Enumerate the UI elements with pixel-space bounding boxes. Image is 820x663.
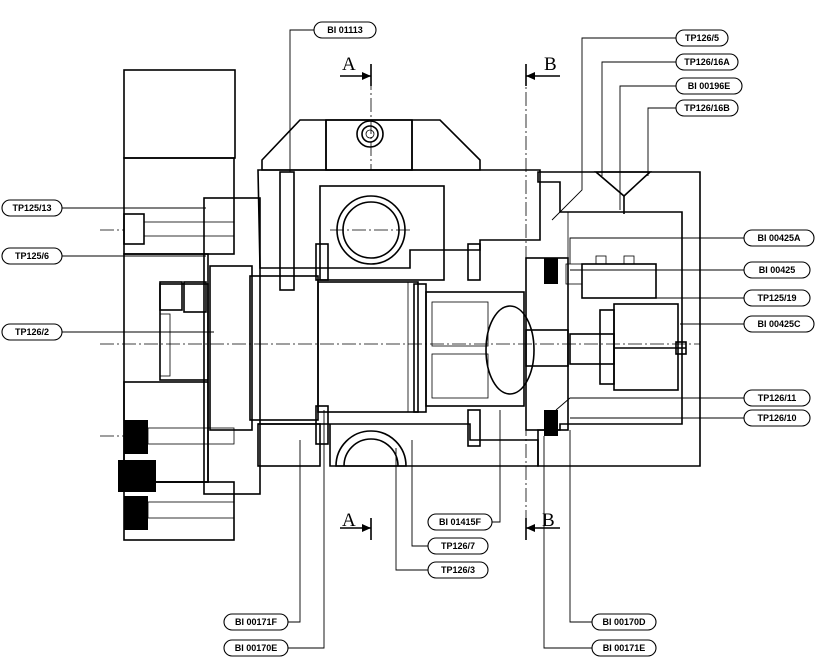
svg-text:TP125/6: TP125/6 [15,251,49,261]
svg-text:TP125/13: TP125/13 [12,203,51,213]
section-a-top-label: A [342,54,356,75]
callout-bi00425c: BI 00425C [743,315,815,333]
callout-bi00425a: BI 00425A [743,229,815,247]
callout-tp125-6: TP125/6 [1,247,63,265]
svg-text:TP126/11: TP126/11 [758,393,797,403]
centerlines [100,70,700,530]
svg-text:TP126/7: TP126/7 [441,541,475,551]
section-b-bottom-label: B [542,510,555,531]
svg-text:BI 00171F: BI 00171F [235,617,278,627]
callout-tags: BI 01113 TP126/5 TP126/16A BI 00196E TP1… [1,21,815,657]
svg-text:TP126/16A: TP126/16A [684,57,730,67]
svg-text:BI 00425A: BI 00425A [757,233,801,243]
callout-tp126-5: TP126/5 [675,29,729,47]
svg-text:TP126/5: TP126/5 [685,33,719,43]
section-a-bottom-label: A [342,510,356,531]
svg-text:BI 01113: BI 01113 [327,25,363,35]
callout-tp125-13: TP125/13 [1,199,63,217]
callout-tp125-19: TP125/19 [743,289,811,307]
section-marks: A B A B [340,54,560,540]
top-nut [356,120,384,148]
svg-text:BI 00425C: BI 00425C [757,319,801,329]
callout-tp126-16b: TP126/16B [675,99,739,117]
svg-text:TP126/3: TP126/3 [441,565,475,575]
callout-bi00171e: BI 00171E [591,639,657,657]
svg-text:BI 00170E: BI 00170E [235,643,278,653]
svg-text:BI 01415F: BI 01415F [439,517,482,527]
callout-tp126-10: TP126/10 [743,409,811,427]
callout-tp126-11: TP126/11 [743,389,811,407]
left-screws [118,213,235,530]
sensor-module [565,255,687,391]
svg-text:TP126/2: TP126/2 [15,327,49,337]
shaft-assembly [249,243,525,447]
callout-bi00170d: BI 00170D [591,613,657,631]
callout-tp126-16a: TP126/16A [675,53,739,71]
svg-text:TP126/16B: TP126/16B [684,103,730,113]
main-housing [257,119,541,467]
svg-text:BI 00425: BI 00425 [759,265,796,275]
svg-text:TP125/19: TP125/19 [757,293,796,303]
callout-bi00425: BI 00425 [743,261,811,279]
callout-bi00170e: BI 00170E [223,639,289,657]
svg-text:BI 00196E: BI 00196E [688,81,731,91]
right-housing [525,171,701,467]
svg-text:BI 00170D: BI 00170D [602,617,646,627]
callout-tp126-2: TP126/2 [1,323,63,341]
section-b-top-label: B [544,54,557,75]
callout-bi01415f: BI 01415F [427,513,493,531]
callout-tp126-3: TP126/3 [427,561,489,579]
spring-pack [485,305,535,395]
callout-tp126-7: TP126/7 [427,537,489,555]
svg-text:BI 00171E: BI 00171E [603,643,646,653]
callout-bi00171f: BI 00171F [223,613,289,631]
svg-text:TP126/10: TP126/10 [757,413,796,423]
callout-bi00196e: BI 00196E [675,77,743,95]
cover-plate [183,197,261,495]
leader-lines [62,29,744,649]
callout-bi01113: BI 01113 [313,21,377,39]
